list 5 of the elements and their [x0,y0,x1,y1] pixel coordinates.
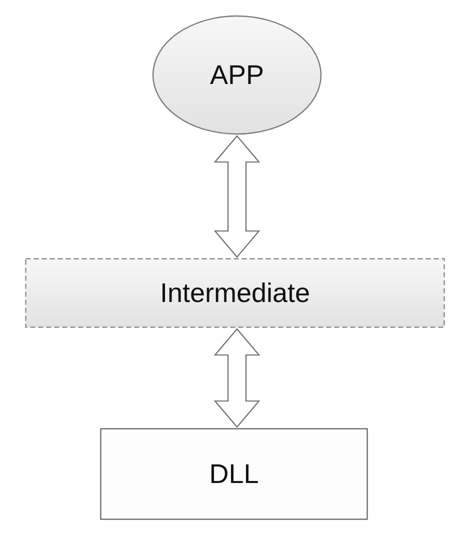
node-label: APP [210,60,264,90]
node-label: DLL [209,458,259,490]
double-arrow [214,328,260,428]
node-label: Intermediate [160,278,310,308]
double-arrow [214,135,260,258]
